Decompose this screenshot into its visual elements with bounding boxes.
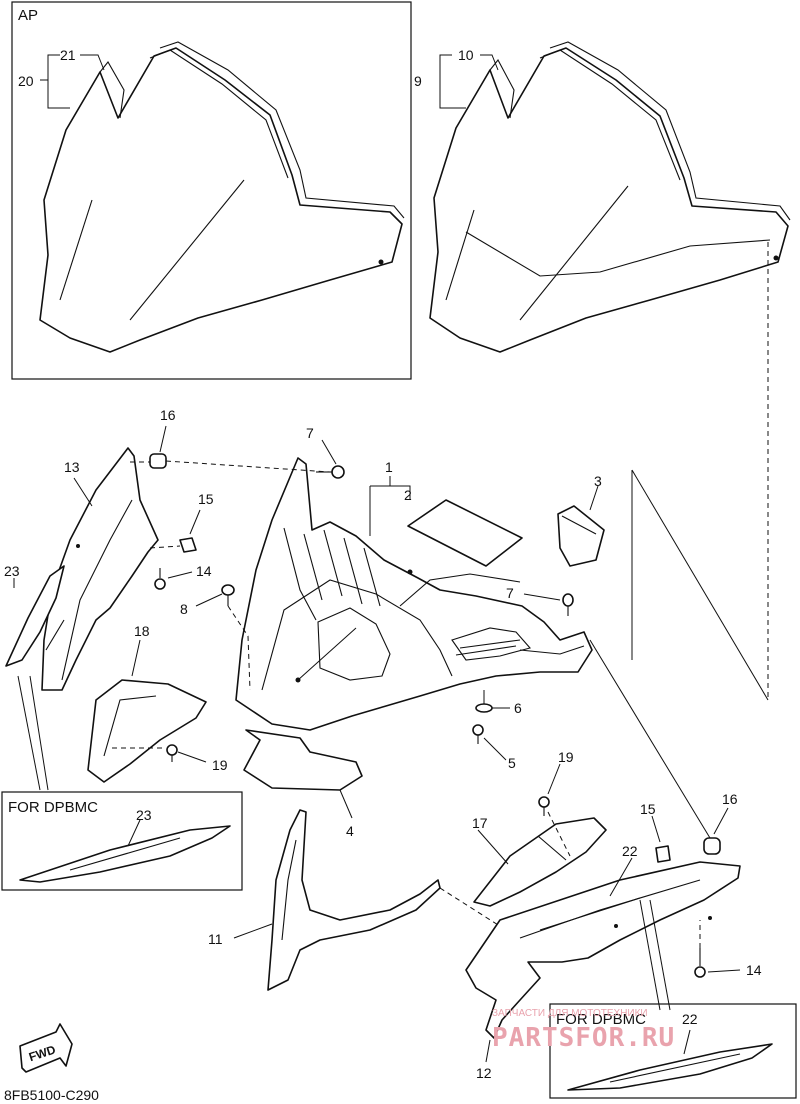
under-cowling-11 — [267, 809, 441, 991]
clip-15-right — [655, 845, 671, 863]
dpbmc-box-right — [549, 1003, 797, 1099]
side-fairing-right — [465, 861, 741, 1039]
callout-7-right: 7 — [506, 585, 514, 601]
stripe-23-dpbmc — [19, 825, 231, 883]
callout-7-top: 7 — [306, 425, 314, 441]
callout-5: 5 — [508, 755, 516, 771]
bolt-14-right — [694, 948, 706, 978]
ap-box — [11, 1, 412, 380]
callout-4: 4 — [346, 823, 354, 839]
callout-12: 12 — [476, 1065, 492, 1081]
callout-10: 10 — [458, 47, 474, 63]
stripe-23 — [5, 565, 65, 667]
screw-8 — [221, 584, 235, 606]
bolt-5 — [472, 724, 484, 744]
dpbmc-box-left — [1, 791, 243, 891]
dpbmc-box-right-label: FOR DPBMC — [556, 1011, 646, 1028]
inner-cover-17 — [473, 817, 607, 907]
screw-19-left — [166, 744, 178, 762]
callout-20: 20 — [18, 73, 34, 89]
callout-23-dpbmc: 23 — [136, 807, 152, 823]
watermark-tagline: ЗАПЧАСТИ ДЛЯ МОТОТЕХНИКИ — [492, 1008, 648, 1019]
screw-19-right — [538, 796, 550, 816]
callout-14-right: 14 — [746, 962, 762, 978]
callout-11: 11 — [208, 931, 223, 947]
callout-15-top: 15 — [198, 491, 214, 507]
callout-16-right: 16 — [722, 791, 738, 807]
callout-8: 8 — [180, 601, 188, 617]
callout-2: 2 — [404, 487, 412, 503]
side-cowling-left — [41, 447, 159, 691]
callout-9: 9 — [414, 73, 422, 89]
fwd-arrow-icon: FWD — [19, 1023, 73, 1073]
callout-22-dpbmc: 22 — [682, 1011, 698, 1027]
callout-13: 13 — [64, 459, 80, 475]
screw-7-right — [562, 593, 574, 616]
callout-22-main: 22 — [622, 843, 638, 859]
callout-18: 18 — [134, 623, 150, 639]
diagram-code: 8FB5100-C290 — [4, 1087, 99, 1103]
washer-6 — [475, 703, 493, 713]
inner-cover-18 — [87, 679, 207, 783]
callout-23-main: 23 — [4, 563, 20, 579]
callout-21: 21 — [60, 47, 76, 63]
callout-15-right: 15 — [640, 801, 656, 817]
watermark-brand: PARTSFOR.RU — [492, 1023, 675, 1053]
callout-14-top: 14 — [196, 563, 212, 579]
windscreen-ap — [39, 41, 405, 353]
callout-19-right: 19 — [558, 749, 574, 765]
callout-6: 6 — [514, 700, 522, 716]
callout-16-top: 16 — [160, 407, 176, 423]
windscreen — [429, 41, 791, 353]
grommet-16-top — [149, 453, 167, 469]
sticker-sheet — [407, 499, 523, 567]
bolt-14-top — [154, 568, 166, 590]
damper-pad — [557, 505, 605, 567]
inner-panel — [243, 729, 363, 791]
callout-17: 17 — [472, 815, 488, 831]
stripe-22-dpbmc — [567, 1043, 773, 1091]
callout-3: 3 — [594, 473, 602, 489]
clip-15-top — [179, 537, 197, 553]
callout-19-left: 19 — [212, 757, 228, 773]
callout-1: 1 — [385, 459, 393, 475]
dpbmc-box-left-label: FOR DPBMC — [8, 799, 98, 816]
ap-box-label: AP — [18, 7, 38, 24]
upper-cowling — [235, 457, 593, 731]
grommet-16-right — [703, 837, 721, 855]
